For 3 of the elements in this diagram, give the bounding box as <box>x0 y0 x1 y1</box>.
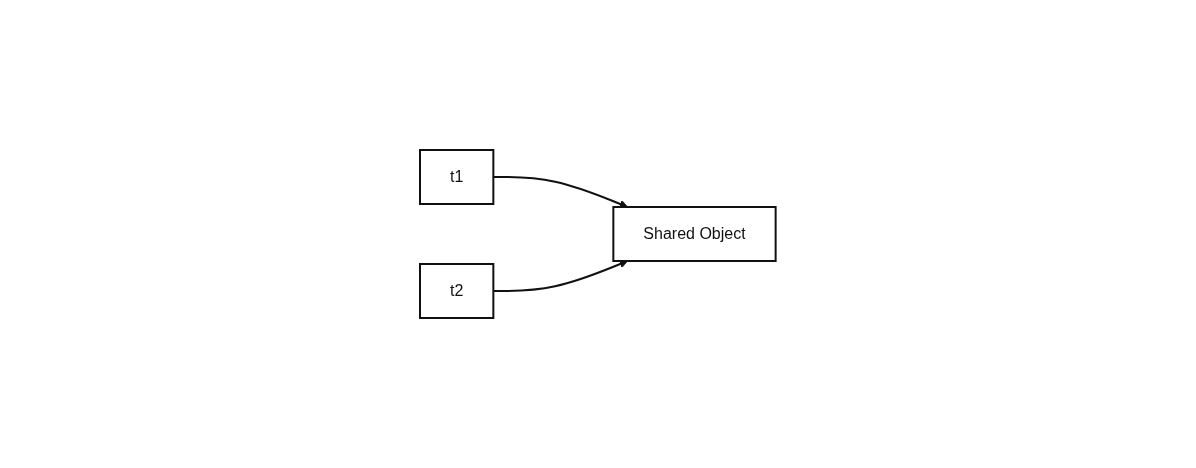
node-box: Shared Object <box>612 206 777 262</box>
node-box: t1 <box>419 149 495 205</box>
node-box: t2 <box>419 263 495 319</box>
